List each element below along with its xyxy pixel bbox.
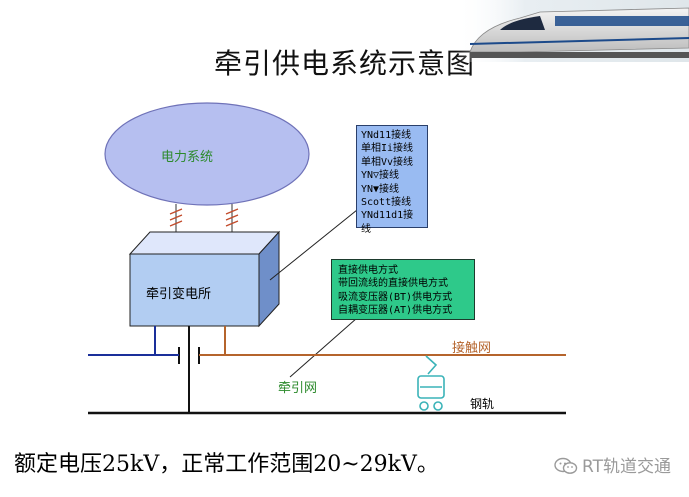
wiring-method: 单相Vv接线 — [361, 156, 414, 168]
wechat-icon — [554, 457, 578, 474]
traction-network-label: 牵引网 — [278, 381, 318, 396]
watermark-text: RT轨道交通 — [582, 457, 671, 477]
supply-method: 自耦变压器(AT)供电方式 — [338, 305, 453, 317]
wiring-method: 单相Ii接线 — [361, 143, 414, 155]
traction-substation-box — [128, 230, 281, 328]
catenary-label: 接触网 — [452, 341, 492, 356]
wiring-method: YN▽接线 — [361, 170, 400, 182]
feeder-line-left — [88, 326, 156, 356]
wiring-methods-box: YNd11接线 单相Ii接线 单相Vv接线 YN▽接线 YN▼接线 Scott接… — [356, 125, 428, 235]
supply-method: 带回流线的直接供电方式 — [338, 278, 448, 290]
substation-label: 牵引变电所 — [146, 287, 212, 302]
supply-method: 直接供电方式 — [338, 265, 398, 276]
supply-pointer-line — [289, 317, 358, 378]
watermark: RT轨道交通 — [554, 452, 671, 477]
supply-methods-box: 直接供电方式 带回流线的直接供电方式 吸流变压器(BT)供电方式 自耦变压器(A… — [331, 259, 475, 320]
rated-voltage-note: 额定电压25kV，正常工作范围20~29kV。 — [14, 452, 439, 477]
supply-method: 吸流变压器(BT)供电方式 — [338, 291, 453, 303]
page-title: 牵引供电系统示意图 — [213, 47, 475, 80]
power-system-ellipse — [104, 102, 310, 206]
wiring-method: YNd11接线 — [361, 130, 412, 141]
wiring-method: Scott接线 — [361, 197, 412, 209]
wiring-method: YNd11d1接线 — [361, 210, 414, 235]
train-car-icon — [417, 355, 445, 411]
wiring-pointer-line — [269, 209, 358, 281]
rail-label: 钢轨 — [470, 397, 495, 411]
power-system-label: 电力系统 — [161, 150, 214, 165]
train-image-icon — [455, 0, 689, 62]
wiring-method: YN▼接线 — [361, 183, 400, 195]
